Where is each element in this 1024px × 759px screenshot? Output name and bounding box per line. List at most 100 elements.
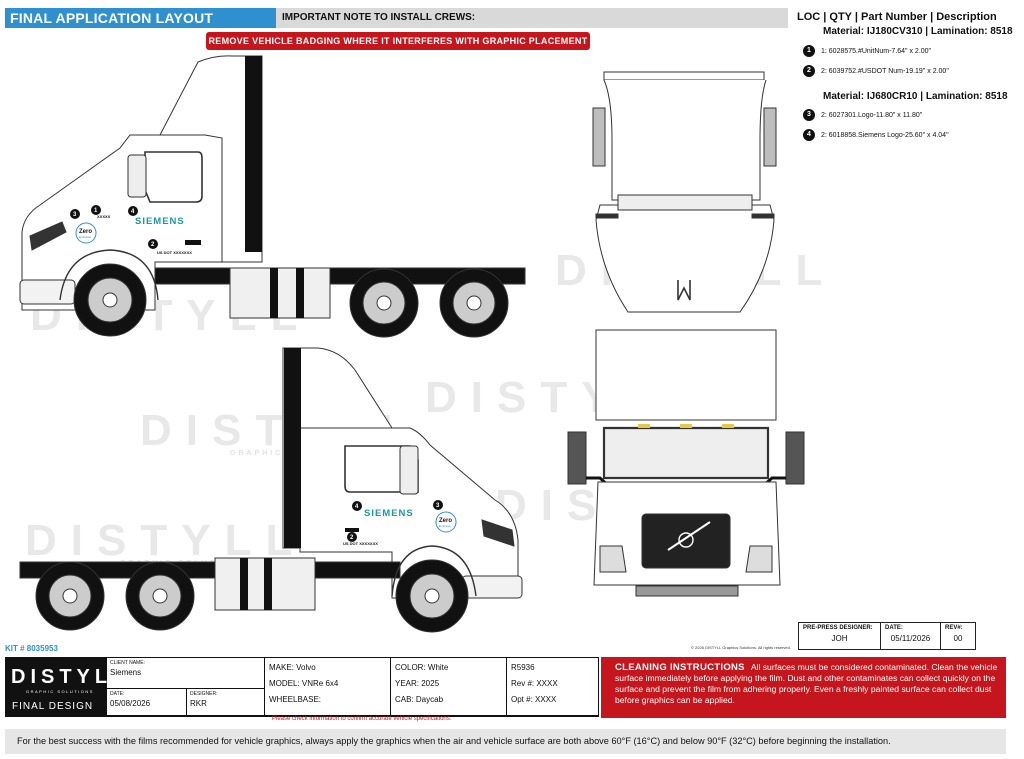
distyll-logo: DISTYLL GRAPHIC SOLUTIONS FINAL DESIGN <box>6 658 124 716</box>
callout-3-icon: 3 <box>803 109 815 121</box>
prepress-date-value: 05/11/2026 <box>890 634 931 643</box>
callout-3-icon <box>433 500 443 510</box>
job-code: R5936 <box>511 663 535 672</box>
zero-logo-title: Zero <box>439 518 452 524</box>
prepress-designer-label: PRE-PRESS DESIGNER: <box>803 625 873 631</box>
logo-tagline: GRAPHIC SOLUTIONS <box>26 689 94 694</box>
date-cell: DATE: 05/08/2026 <box>107 689 187 716</box>
prepress-rev-label: REV#: <box>945 625 963 631</box>
zero-logo-title: Zero <box>79 229 92 235</box>
prepress-designer-value: JOH <box>831 634 848 643</box>
callout-2-icon <box>148 239 158 249</box>
material-2: Material: IJ680CR10 | Lamination: 8518 <box>823 91 1008 102</box>
callout-label: 4 <box>355 504 359 510</box>
zero-emission-logo <box>75 222 97 244</box>
layout-title: FINAL APPLICATION LAYOUT <box>5 8 276 28</box>
zero-logo-sub: Emission <box>79 235 92 239</box>
date-value: 05/08/2026 <box>110 699 151 708</box>
callout-4-icon <box>352 501 362 511</box>
cleaning-title: CLEANING INSTRUCTIONS <box>615 662 745 673</box>
callout-label: 2 <box>350 535 354 541</box>
install-note-label: IMPORTANT NOTE TO INSTALL CREWS: <box>276 8 788 28</box>
legend-item: 2 2: 6039752.#USDOT Num-19.19" x 2.00" <box>797 61 1022 81</box>
truck-rear-view <box>592 71 777 313</box>
legend-item: 4 2: 6018858.Siemens Logo-25.60" x 4.04" <box>797 125 1022 145</box>
kit-number: KIT # 8035953 <box>5 644 58 653</box>
parts-legend: LOC | QTY | Part Number | Description Ma… <box>797 11 1022 145</box>
prepress-box: PRE-PRESS DESIGNER: JOH DATE: 05/11/2026… <box>798 622 976 650</box>
unit-number: XXXXX <box>97 214 111 219</box>
badging-warning: REMOVE VEHICLE BADGING WHERE IT INTERFER… <box>206 32 590 50</box>
watermark: DISTYLL <box>25 516 306 565</box>
wheel <box>73 263 147 337</box>
wheelbase-field: WHEELBASE: <box>269 695 322 704</box>
usdot-number: US DOT XXXXXXX <box>157 250 192 255</box>
wheel <box>35 561 105 631</box>
wheel <box>349 268 419 338</box>
color-field: COLOR: White <box>395 663 449 672</box>
truck-driver-side <box>19 55 526 338</box>
truck-passenger-side <box>19 347 523 633</box>
title-block: DISTYLL GRAPHIC SOLUTIONS FINAL DESIGN C… <box>5 657 599 717</box>
designer-value: RKR <box>190 699 207 708</box>
callout-label: 4 <box>131 209 135 215</box>
designer-label: DESIGNER: <box>190 691 218 697</box>
legend-item-text: 2: 6018858.Siemens Logo-25.60" x 4.04" <box>821 131 949 139</box>
client-cell: CLIENT NAME: Siemens <box>107 658 265 689</box>
callout-label: 3 <box>436 503 440 509</box>
cab-field: CAB: Daycab <box>395 695 444 704</box>
legend-item-text: 1: 6028575.#UnitNum-7.64" x 2.00" <box>821 47 932 55</box>
graphics-passenger-side: SIEMENS Zero Emission US DOT XXXXXXX 4 2… <box>343 500 457 546</box>
prepress-rev-value: 00 <box>953 634 963 643</box>
siemens-logo: SIEMENS <box>364 508 414 519</box>
callout-2-icon: 2 <box>803 65 815 77</box>
opt-field: Opt #: XXXX <box>511 695 557 704</box>
model-field: MODEL: VNRe 6x4 <box>269 679 339 688</box>
client-value: Siemens <box>110 668 142 677</box>
legend-item: 1 1: 6028575.#UnitNum-7.64" x 2.00" <box>797 41 1022 61</box>
wheel <box>125 561 195 631</box>
material-1: Material: IJ180CV310 | Lamination: 8518 <box>823 26 1013 37</box>
legend-item-text: 2: 6027301.Logo-11.80" x 11.80" <box>821 111 923 119</box>
wheel <box>439 268 509 338</box>
make-field: MAKE: Volvo <box>269 663 316 672</box>
copyright: © 2026 DISTYLL Graphics Solutions. All r… <box>691 645 791 650</box>
callout-4-icon: 4 <box>803 129 815 141</box>
callout-3-icon <box>70 209 80 219</box>
cleaning-text: All surfaces must be considered contamin… <box>615 662 998 705</box>
truck-front-view <box>567 329 805 597</box>
vehicle-drawings: DISTYLL DISTYLL GRAPHIC SOLUTIONS DISTYL… <box>19 55 822 633</box>
callout-label: 1 <box>94 208 98 214</box>
zero-logo-sub: Emission <box>439 524 452 528</box>
designer-cell: DESIGNER: RKR <box>187 689 265 716</box>
logo-wordmark: DISTYLL <box>11 666 130 688</box>
callout-1-icon: 1 <box>803 45 815 57</box>
rev-field: Rev #: XXXX <box>511 679 558 688</box>
prepress-rev: REV#: 00 <box>941 623 975 649</box>
zero-emission-logo <box>435 511 457 533</box>
wheel <box>395 559 469 633</box>
client-label: CLIENT NAME: <box>110 660 145 666</box>
temperature-note: For the best success with the films reco… <box>5 729 1006 754</box>
graphics-driver-side: SIEMENS Zero Emission XXXXX US DOT XXXXX… <box>70 205 201 255</box>
legend-heading: LOC | QTY | Part Number | Description <box>797 11 997 23</box>
final-design-label: FINAL DESIGN <box>12 701 94 712</box>
prepress-date-label: DATE: <box>885 625 903 631</box>
date-label: DATE: <box>110 691 125 697</box>
callout-2-icon <box>347 532 357 542</box>
siemens-logo: SIEMENS <box>135 216 185 227</box>
callout-label: 3 <box>73 212 77 218</box>
legend-item-text: 2: 6039752.#USDOT Num-19.19" x 2.00" <box>821 67 949 75</box>
callout-1-icon <box>91 205 101 215</box>
spec-check-note: Please check information to confirm accu… <box>272 716 452 722</box>
callout-4-icon <box>128 206 138 216</box>
year-field: YEAR: 2025 <box>395 679 440 688</box>
prepress-date: DATE: 05/11/2026 <box>881 623 941 649</box>
prepress-designer: PRE-PRESS DESIGNER: JOH <box>799 623 881 649</box>
legend-item: 3 2: 6027301.Logo-11.80" x 11.80" <box>797 105 1022 125</box>
vehicle-info-cell: COLOR: White YEAR: 2025 CAB: Daycab <box>391 658 507 716</box>
vehicle-spec-cell: MAKE: Volvo MODEL: VNRe 6x4 WHEELBASE: <box>265 658 391 716</box>
callout-label: 2 <box>151 242 155 248</box>
order-cell: R5936 Rev #: XXXX Opt #: XXXX <box>507 658 599 716</box>
